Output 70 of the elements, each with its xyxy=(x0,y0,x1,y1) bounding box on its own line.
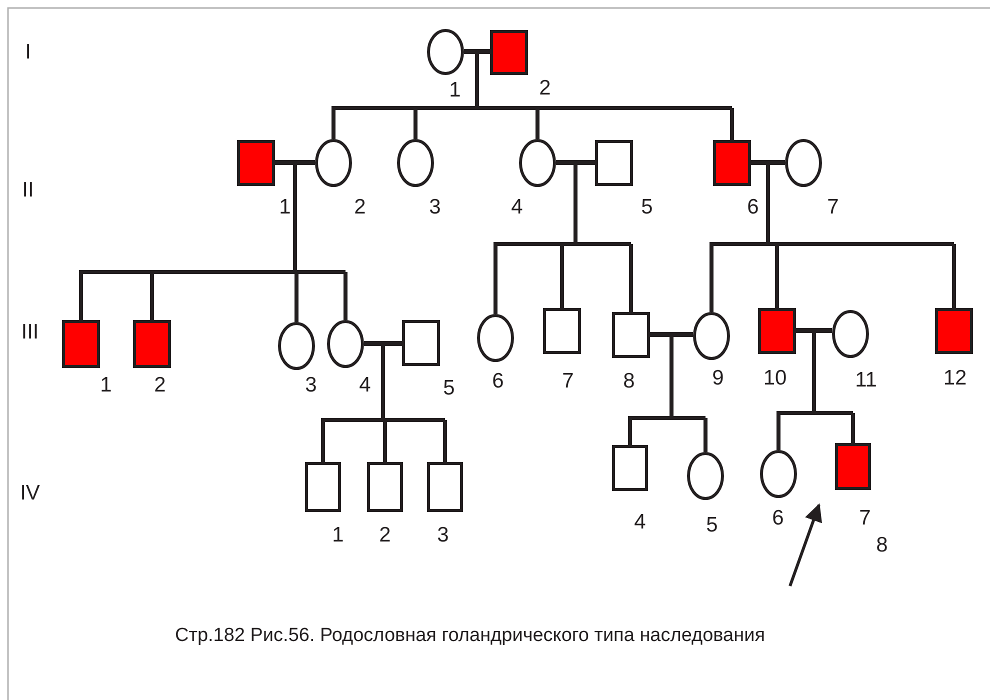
male-square xyxy=(935,308,973,354)
generation-label: III xyxy=(21,322,39,342)
female-circle xyxy=(785,139,822,187)
individual-number: 12 xyxy=(943,368,967,388)
female-circle xyxy=(327,320,364,368)
individual-number: 10 xyxy=(763,368,787,388)
female-circle xyxy=(427,29,464,75)
male-square xyxy=(612,445,648,491)
individual-number: 6 xyxy=(492,370,504,392)
male-square xyxy=(367,462,403,512)
individual-number: 1 xyxy=(100,374,112,396)
individual-number: 7 xyxy=(859,508,871,528)
individual-number: 2 xyxy=(379,524,391,546)
individual-number: 6 xyxy=(772,508,784,528)
marriage-line xyxy=(275,160,315,163)
individual-number: 5 xyxy=(706,514,718,536)
female-circle xyxy=(687,452,724,500)
male-square xyxy=(612,312,650,358)
individual-number: 3 xyxy=(305,374,317,396)
female-circle xyxy=(519,139,556,187)
female-circle xyxy=(477,314,514,362)
individual-number: 8 xyxy=(623,370,635,392)
individual-number: 5 xyxy=(641,196,653,218)
individual-number: 4 xyxy=(634,512,646,532)
marriage-line xyxy=(556,160,595,163)
male-square xyxy=(543,308,581,354)
individual-number: 4 xyxy=(511,196,523,218)
male-square xyxy=(427,462,463,512)
female-circle xyxy=(278,322,315,370)
female-circle xyxy=(832,310,869,358)
generation-label: II xyxy=(22,180,34,200)
female-circle xyxy=(397,139,434,187)
individual-number: 7 xyxy=(827,196,839,218)
individual-number: 1 xyxy=(332,524,344,546)
male-square xyxy=(490,30,528,75)
female-circle xyxy=(760,450,797,498)
individual-number: 1 xyxy=(449,80,461,100)
individual-number: 2 xyxy=(539,78,551,98)
male-square xyxy=(133,320,171,368)
individual-number: 1 xyxy=(279,196,291,218)
marriage-line xyxy=(364,341,402,344)
individual-number: 2 xyxy=(354,196,366,218)
individual-number: 3 xyxy=(429,196,441,218)
male-square xyxy=(237,140,275,186)
male-square xyxy=(713,140,751,186)
individual-number: 11 xyxy=(855,370,877,390)
generation-label: IV xyxy=(20,482,40,504)
marriage-line xyxy=(796,328,832,331)
marriage-line xyxy=(650,332,693,335)
marriage-line xyxy=(464,49,490,52)
marriage-line xyxy=(751,160,785,163)
individual-number: 6 xyxy=(747,196,759,218)
individual-number: 7 xyxy=(562,370,574,392)
female-circle xyxy=(315,139,352,187)
female-circle xyxy=(693,312,730,360)
individual-number: 9 xyxy=(712,368,724,388)
individual-number: 8 xyxy=(876,534,888,556)
individual-number: 5 xyxy=(443,378,455,398)
male-square xyxy=(595,140,633,186)
male-square xyxy=(402,320,440,366)
male-square xyxy=(758,308,796,354)
individual-number: 2 xyxy=(154,374,166,396)
proband-arrow xyxy=(788,503,822,586)
generation-label: I xyxy=(25,42,31,62)
male-square xyxy=(62,320,100,368)
individual-number: 3 xyxy=(437,524,449,546)
individual-number: 4 xyxy=(359,374,371,396)
male-square xyxy=(835,443,871,490)
male-square xyxy=(305,462,341,512)
figure-caption: Стр.182 Рис.56. Родословная голандрического типа наследования xyxy=(175,625,765,647)
